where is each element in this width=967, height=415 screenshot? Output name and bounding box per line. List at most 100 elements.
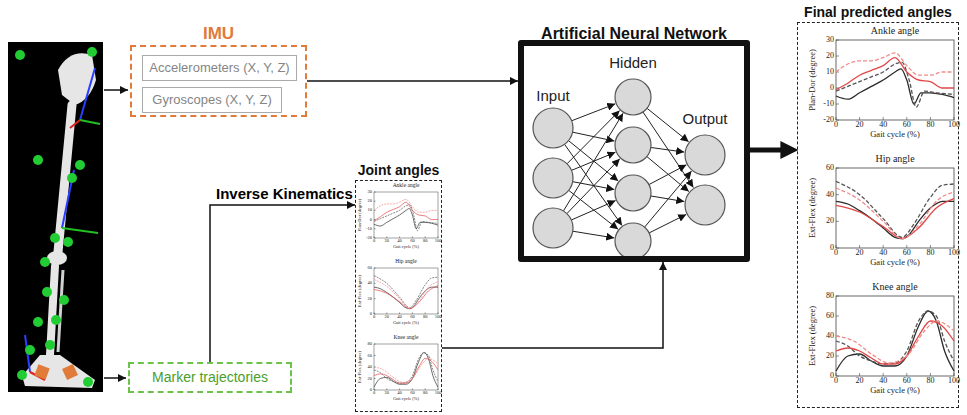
tick-label: 80 [423, 239, 428, 244]
output-arrow [750, 148, 784, 153]
tick-label: -10 [366, 227, 372, 232]
network-graph [533, 79, 725, 259]
box-label: Marker trajectories [152, 370, 268, 385]
data-box: Marker trajectories [128, 362, 292, 393]
tick-label: 60 [410, 239, 415, 244]
chart-title: Knee angle [394, 335, 419, 341]
tick-label: 0 [830, 244, 834, 252]
tick-label: 80 [368, 342, 373, 347]
edge-label: Inverse Kinematics [214, 186, 355, 201]
tick-label: 20 [368, 376, 373, 381]
tick-label: 20 [826, 352, 834, 360]
box-label: Accelerometers (X, Y, Z) [149, 61, 289, 75]
tick-label: 60 [826, 164, 834, 172]
skeleton-model [8, 42, 103, 392]
axis-label: Ext-Flex (degree) [808, 306, 817, 366]
chart-title: Hip angle [395, 259, 417, 265]
tick-label: 10 [826, 68, 834, 76]
network-box: Artificial Neural Network [518, 40, 750, 262]
flow-arrow [307, 80, 518, 82]
tick-label: 20 [385, 239, 390, 244]
tick-label: 20 [856, 249, 864, 257]
tick-label: 80 [926, 377, 934, 385]
tick-label: 100 [948, 377, 960, 385]
tick-label: 80 [826, 292, 834, 300]
axis-label: Plan-Dor (degree) [808, 49, 817, 111]
tick-label: 40 [826, 332, 834, 340]
tick-label: 0 [830, 372, 834, 380]
chart-panel: Final predicted angles [797, 22, 959, 408]
axis-label: Ext-Flex (degree) [808, 178, 817, 238]
data-arrow [104, 89, 128, 91]
chart-title: Ankle angle [871, 26, 920, 36]
box-heading: IMU [203, 25, 234, 44]
layer-label: Input [536, 88, 569, 103]
tick-label: 60 [410, 391, 415, 396]
tick-label: 20 [368, 199, 373, 204]
tick-label: 40 [368, 365, 373, 370]
tick-label: 60 [368, 353, 373, 358]
flow-arrow [210, 205, 355, 362]
box-heading: Final predicted angles [804, 5, 952, 20]
tick-label: 0 [373, 239, 375, 244]
tick-label: 60 [903, 121, 911, 129]
axis-label: Gait cycle (%) [393, 397, 419, 402]
box-label: Gyroscopes (X, Y, Z) [152, 93, 271, 107]
tick-label: 10 [368, 208, 373, 213]
tick-label: -20 [823, 116, 834, 124]
tick-label: 40 [397, 391, 402, 396]
tick-label: -20 [366, 236, 372, 241]
tick-label: 100 [435, 239, 442, 244]
tick-label: 20 [368, 296, 373, 301]
chart-title: Ankle angle [393, 183, 420, 189]
tick-label: 60 [410, 315, 415, 320]
tick-label: 40 [879, 377, 887, 385]
tick-label: 40 [879, 121, 887, 129]
axis-label: Ext-Flex (degree) [358, 275, 363, 307]
tick-label: 40 [826, 191, 834, 199]
tick-label: 80 [423, 391, 428, 396]
chart-plots [374, 40, 954, 390]
sensor-group: IMUAccelerometers (X, Y, Z)Gyroscopes (X… [130, 45, 307, 117]
axis-label: Gait cycle (%) [870, 258, 920, 267]
tick-label: 80 [926, 121, 934, 129]
tick-label: 40 [397, 315, 402, 320]
tick-label: 0 [373, 391, 375, 396]
tick-label: 100 [435, 315, 442, 320]
layer-label: Output [682, 111, 727, 126]
box-heading: Artificial Neural Network [541, 25, 727, 43]
tick-label: 80 [423, 315, 428, 320]
tick-label: 0 [834, 249, 838, 257]
tick-label: 60 [903, 249, 911, 257]
axis-label: Gait cycle (%) [870, 386, 920, 395]
tick-label: 0 [834, 121, 838, 129]
tick-label: 60 [368, 266, 373, 271]
tick-label: 0 [373, 315, 375, 320]
layer-label: Hidden [609, 55, 657, 70]
tick-label: 100 [948, 121, 960, 129]
tick-label: 20 [826, 217, 834, 225]
tick-label: 20 [826, 52, 834, 60]
tick-label: 40 [879, 249, 887, 257]
tick-label: 20 [385, 391, 390, 396]
tick-label: 30 [826, 36, 834, 44]
axis-label: Gait cycle (%) [870, 130, 920, 139]
tick-label: 20 [385, 315, 390, 320]
tick-label: 60 [826, 312, 834, 320]
tick-label: 80 [926, 249, 934, 257]
tick-label: 0 [370, 312, 372, 317]
chart-title: Hip angle [875, 154, 914, 164]
tick-label: 100 [435, 391, 442, 396]
tick-label: -10 [823, 100, 834, 108]
tick-label: 100 [948, 249, 960, 257]
tick-label: 0 [834, 377, 838, 385]
sensor-box: Gyroscopes (X, Y, Z) [142, 87, 282, 113]
tick-label: 60 [903, 377, 911, 385]
axis-label: Gait cycle (%) [393, 245, 419, 250]
chart-title: Knee angle [872, 282, 917, 292]
box-heading: Joint angles [358, 163, 440, 178]
tick-label: 20 [856, 377, 864, 385]
axis-label: Gait cycle (%) [393, 321, 419, 326]
tick-label: 0 [370, 388, 372, 393]
